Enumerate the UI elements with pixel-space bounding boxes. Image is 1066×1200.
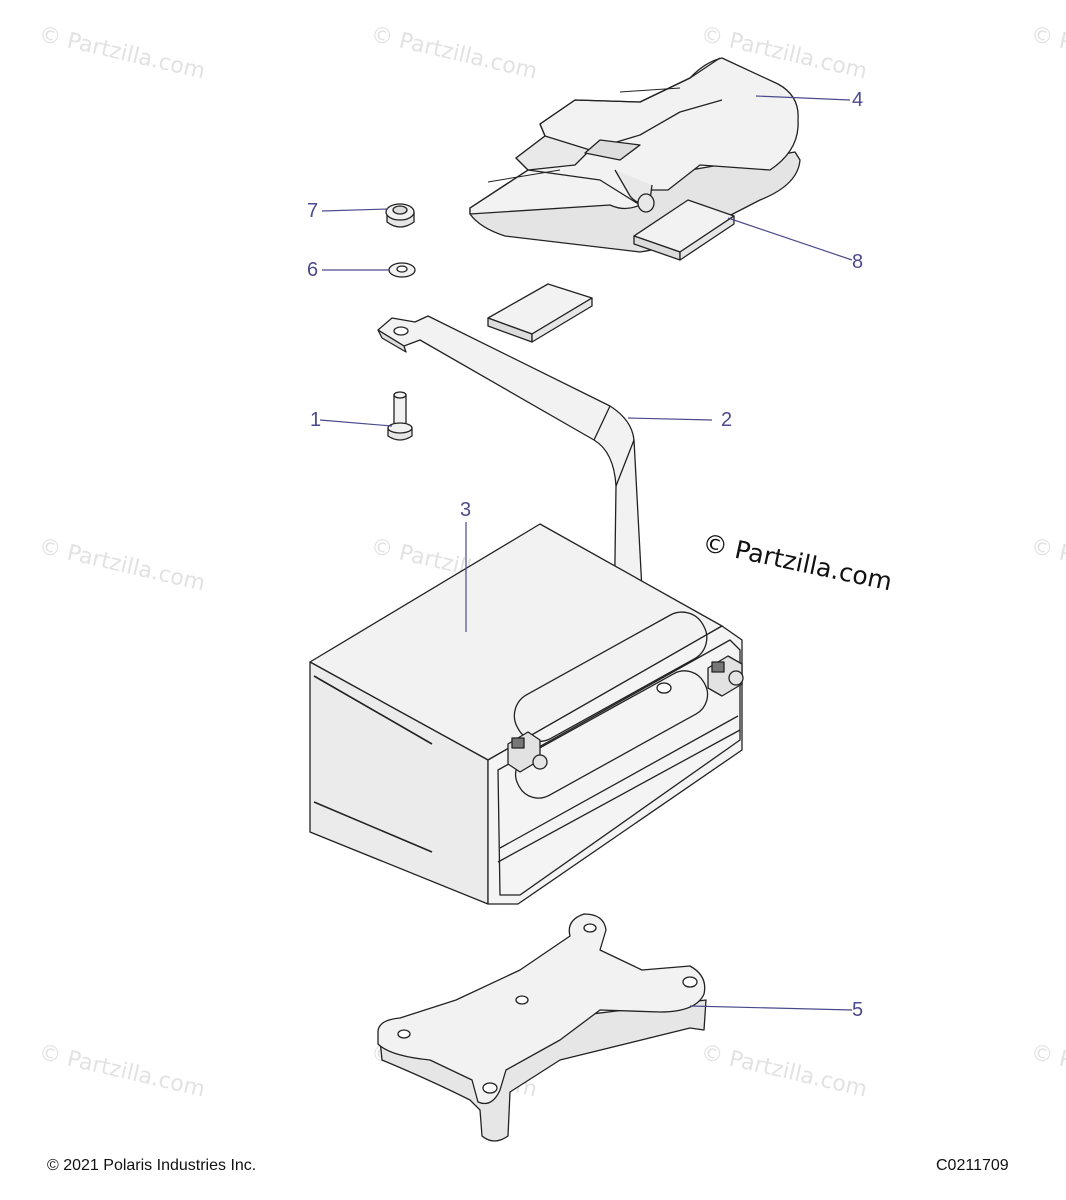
- callout-1: 1: [310, 409, 322, 431]
- part-3-battery: [309, 523, 744, 905]
- callout-5: 5: [852, 999, 864, 1021]
- footer-diagram-code: C0211709: [936, 1157, 1009, 1174]
- callout-2: 2: [721, 409, 733, 431]
- battery-terminal: [707, 655, 744, 697]
- part-1-bolt: [387, 391, 413, 441]
- part-7-nut: [385, 203, 415, 228]
- battery-terminal: [507, 731, 548, 773]
- callout-8: 8: [852, 251, 864, 273]
- footer-copyright: © 2021 Polaris Industries Inc.: [47, 1157, 257, 1174]
- part-8-pad: [633, 199, 735, 261]
- leader-lines: [319, 95, 853, 1011]
- callout-6: 6: [307, 259, 319, 281]
- part-6-washer: [388, 262, 416, 278]
- part-8-pad: [487, 283, 593, 343]
- callout-7: 7: [307, 200, 319, 222]
- part-5-base-bracket: [377, 913, 707, 1142]
- part-4-battery-cover: [469, 57, 801, 253]
- callout-3: 3: [460, 499, 472, 521]
- callout-4: 4: [852, 89, 864, 111]
